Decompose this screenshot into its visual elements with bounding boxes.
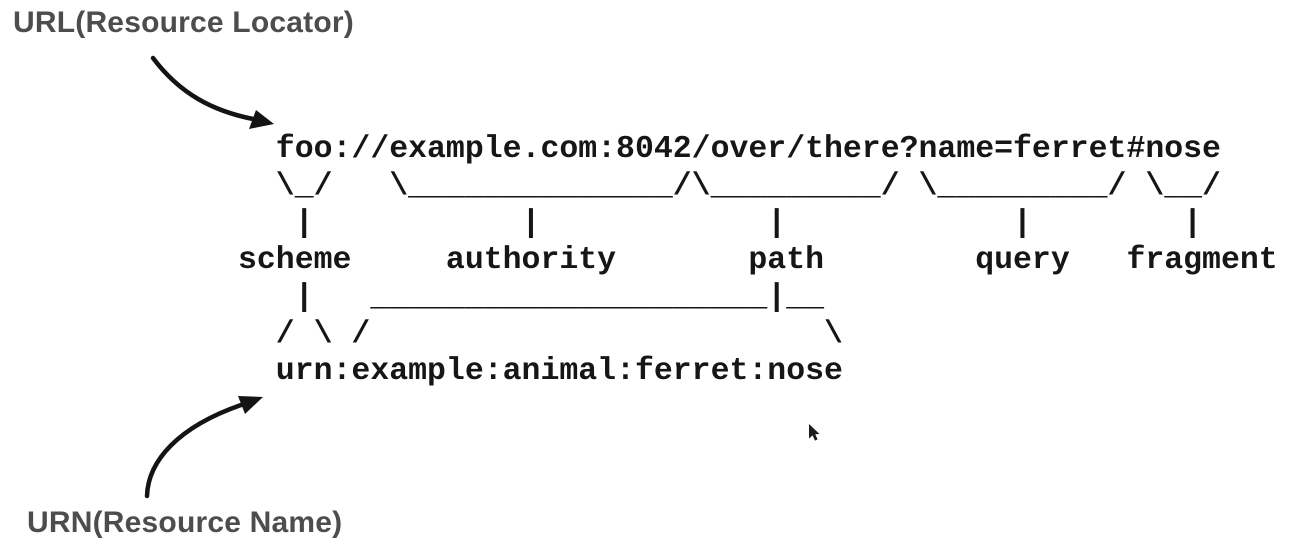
ascii-line-urn: urn:example:animal:ferret:nose <box>238 354 843 389</box>
ascii-line-part-labels: scheme authority path query fragment <box>238 243 1278 278</box>
urn-label: URN(Resource Name) <box>27 506 343 539</box>
url-label: URL(Resource Locator) <box>13 6 354 39</box>
urn-arrow-icon <box>144 396 263 499</box>
url-arrow-icon <box>150 55 274 129</box>
uri-ascii-diagram: foo://example.com:8042/over/there?name=f… <box>238 131 1278 390</box>
ascii-line-urn-connector: | _____________________|__ <box>238 280 824 315</box>
mouse-cursor-icon <box>809 424 820 441</box>
ascii-line-braces-top: \_/ \______________/\_________/ \_______… <box>238 169 1221 204</box>
ascii-line-urn-braces: / \ / \ <box>238 317 843 352</box>
ascii-line-uri: foo://example.com:8042/over/there?name=f… <box>238 132 1221 167</box>
ascii-line-pipes: | | | | | <box>238 206 1203 241</box>
